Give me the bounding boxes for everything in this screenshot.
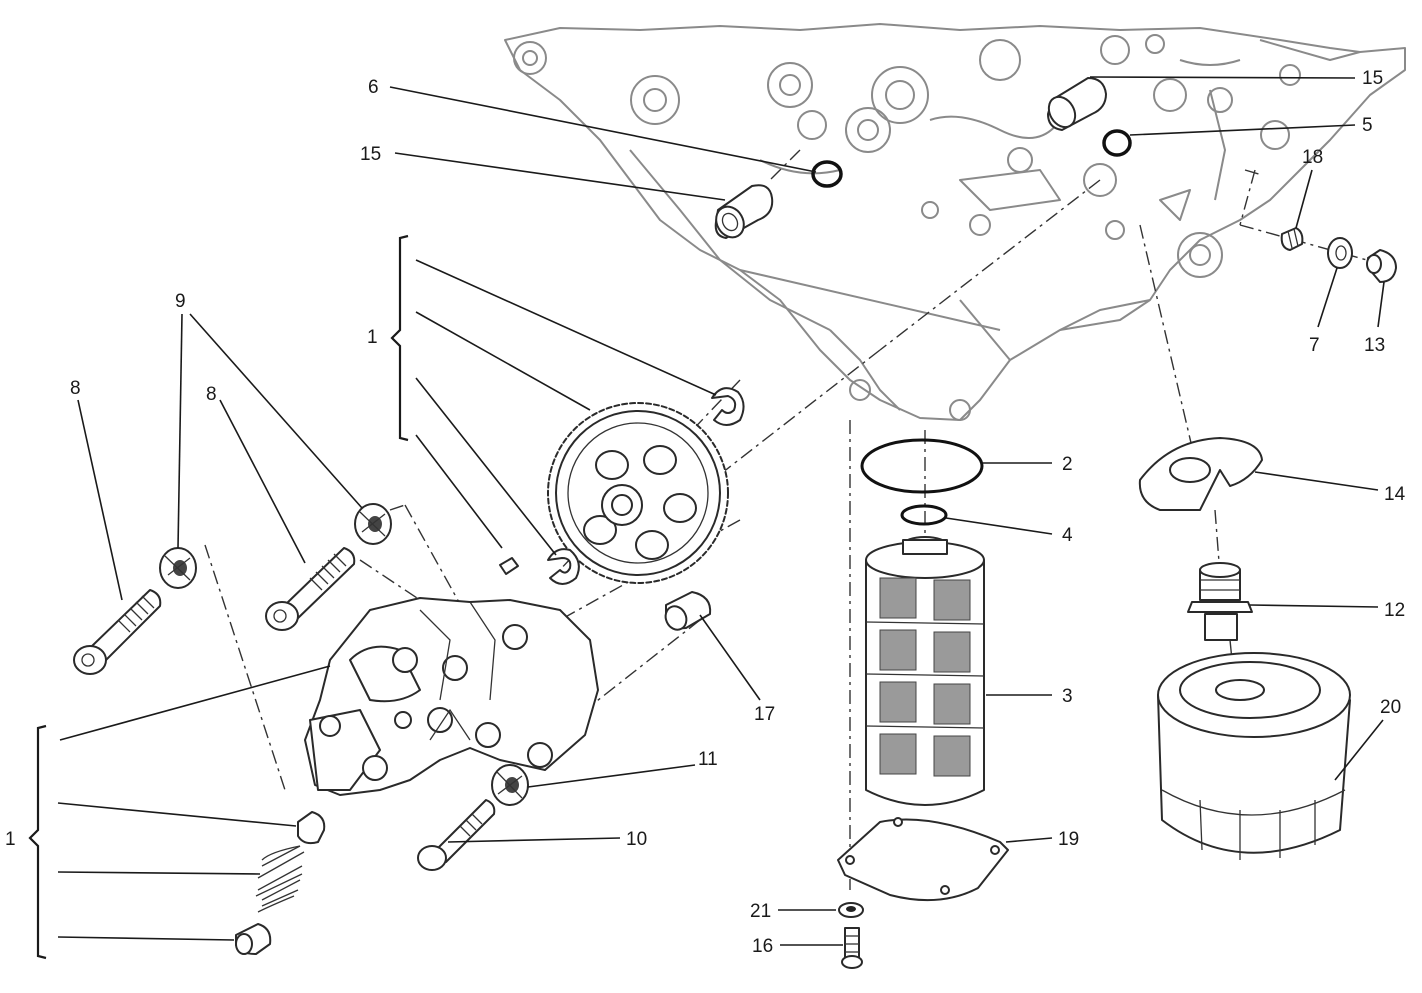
oil-pump-drive-gear — [547, 402, 729, 584]
callout-labels: 6 15 15 5 18 7 13 1 9 8 8 2 4 3 19 14 12… — [5, 68, 1406, 957]
leader-lines — [57, 76, 1385, 946]
relief-valve-piston — [297, 811, 326, 845]
callout-5: 5 — [1362, 115, 1373, 136]
part-13-plug — [1366, 249, 1397, 283]
callout-4: 4 — [1062, 525, 1073, 546]
gear-key — [499, 557, 519, 575]
part-20-oil-filter — [1157, 652, 1351, 860]
part-9-damper-washer-left — [159, 547, 197, 589]
oil-pump-body — [304, 597, 599, 796]
part-18-plug-small — [1280, 227, 1304, 251]
part-2-large-o-ring — [860, 438, 984, 494]
part-19-cover-plate — [837, 817, 1009, 902]
group-1-bracket-top — [390, 234, 409, 442]
part-6-o-ring — [811, 160, 843, 188]
callout-8-left: 8 — [70, 378, 81, 399]
callout-8-mid: 8 — [206, 384, 217, 405]
part-8-bolt-mid — [265, 547, 356, 631]
part-3-filter-cartridge — [865, 536, 985, 806]
part-5-o-ring — [1102, 129, 1132, 157]
callout-6: 6 — [368, 77, 379, 98]
callout-14: 14 — [1384, 484, 1406, 505]
part-4-small-o-ring — [900, 504, 948, 526]
callout-11: 11 — [698, 749, 718, 770]
gear-circlip-lower — [547, 548, 580, 585]
callout-2: 2 — [1062, 454, 1073, 475]
callout-1-bottom: 1 — [5, 829, 16, 850]
part-9-damper-washer-right — [354, 503, 392, 545]
group-1-bracket-bottom — [28, 724, 47, 960]
part-11-damper-washer — [491, 764, 529, 806]
callout-10: 10 — [626, 829, 647, 850]
callout-7: 7 — [1309, 335, 1320, 356]
gear-circlip-top — [711, 387, 745, 426]
callout-12: 12 — [1384, 600, 1405, 621]
callout-13: 13 — [1364, 335, 1385, 356]
part-8-bolt-left — [73, 589, 162, 675]
part-15-bushing-right — [1047, 77, 1107, 131]
callout-9: 9 — [175, 291, 186, 312]
callout-3: 3 — [1062, 686, 1073, 707]
part-21-washer — [838, 902, 864, 918]
part-14-bracket — [1138, 437, 1263, 511]
part-12-threaded-nipple — [1187, 562, 1253, 641]
callout-17: 17 — [754, 704, 775, 725]
callout-15-right: 15 — [1362, 68, 1383, 89]
callout-16: 16 — [752, 936, 773, 957]
crankcase-outline — [504, 23, 1406, 421]
part-16-screw — [841, 927, 863, 969]
callout-1-top: 1 — [367, 327, 378, 348]
callout-18: 18 — [1302, 147, 1323, 168]
part-10-bolt — [417, 799, 496, 871]
callout-21: 21 — [750, 901, 771, 922]
relief-valve-spring — [255, 845, 305, 913]
callout-19: 19 — [1058, 829, 1079, 850]
part-17-spacer — [664, 591, 712, 631]
part-15-bushing-left — [714, 184, 774, 239]
callout-15-left: 15 — [360, 144, 381, 165]
relief-valve-plug — [235, 923, 272, 955]
callout-20: 20 — [1380, 697, 1401, 718]
part-7-washer — [1327, 237, 1353, 269]
